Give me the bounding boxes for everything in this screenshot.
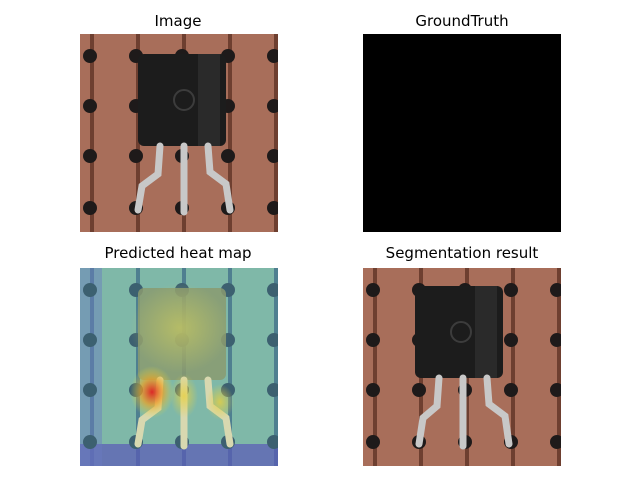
heatmap-panel [80,268,278,466]
heatmap-overlay [80,268,278,466]
transistor-photo [80,34,278,232]
panel-title-segmentation: Segmentation result [385,244,539,262]
groundtruth-mask [363,34,561,232]
image-panel [80,34,278,232]
segmentation-photo [363,268,561,466]
panel-title-heatmap: Predicted heat map [104,244,252,262]
panel-title-groundtruth: GroundTruth [415,12,509,30]
panel-title-image: Image [154,12,202,30]
segmentation-panel [363,268,561,466]
